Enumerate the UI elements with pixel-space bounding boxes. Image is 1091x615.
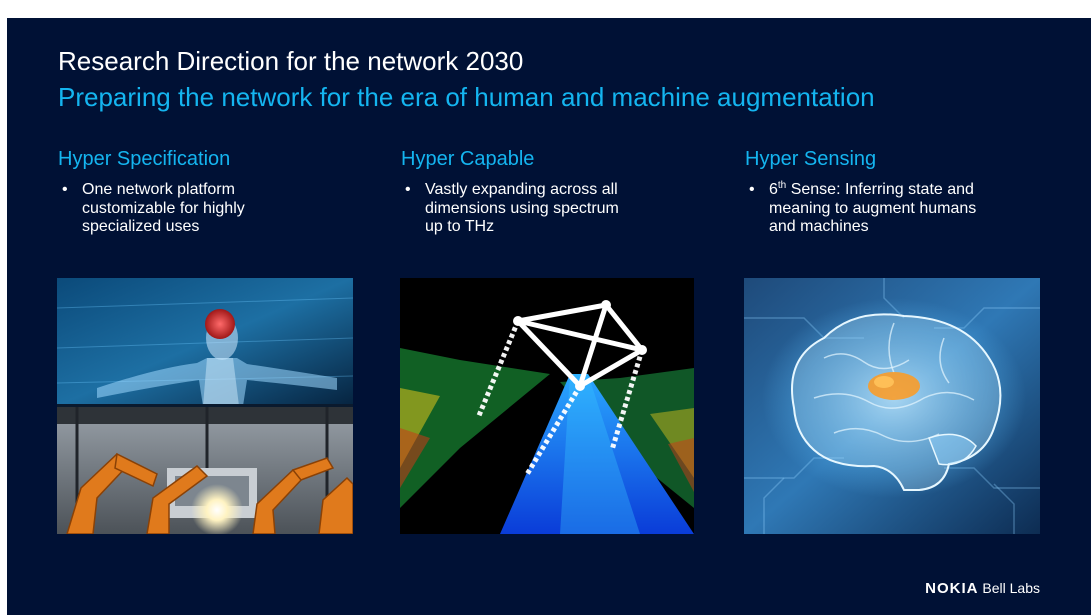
column-heading-hyper-specification: Hyper Specification xyxy=(58,148,231,170)
bullet-hyper-specification: • One network platform customizable for … xyxy=(58,181,245,237)
image-brain-circuit xyxy=(744,278,1040,534)
nokia-logo: NOKIA xyxy=(925,580,979,597)
bell-labs-label: Bell Labs xyxy=(982,580,1040,596)
slide: Research Direction for the network 2030 … xyxy=(7,18,1091,615)
image-human-and-robots xyxy=(57,278,353,534)
bullet-dot: • xyxy=(749,181,755,198)
bullet-text: 6th Sense: Inferring state and meaning t… xyxy=(769,180,977,236)
bullet-hyper-capable: • Vastly expanding across all dimensions… xyxy=(401,181,619,237)
slide-subtitle: Preparing the network for the era of hum… xyxy=(58,82,875,112)
bullet-hyper-sensing: • 6th Sense: Inferring state and meaning… xyxy=(745,181,976,237)
column-heading-hyper-capable: Hyper Capable xyxy=(401,148,535,170)
bullet-dot: • xyxy=(405,181,411,198)
bullet-dot: • xyxy=(62,181,68,198)
bullet-text: Vastly expanding across all dimensions u… xyxy=(425,181,619,235)
slide-title: Research Direction for the network 2030 xyxy=(58,46,524,76)
column-heading-hyper-sensing: Hyper Sensing xyxy=(745,148,877,170)
bullet-text: One network platform customizable for hi… xyxy=(82,181,245,235)
image-lidar-network xyxy=(400,278,694,534)
brand-logo: NOKIA Bell Labs xyxy=(925,580,1040,597)
